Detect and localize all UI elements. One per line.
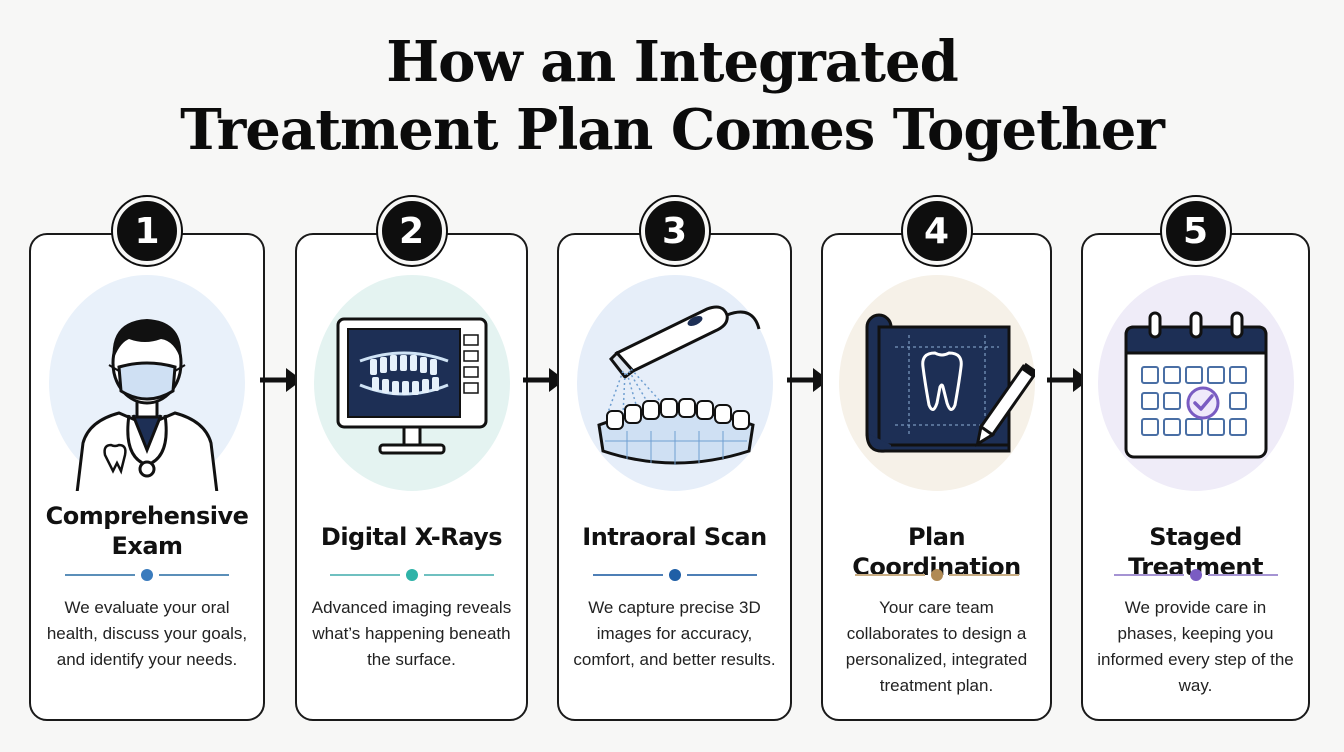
dentist-icon bbox=[75, 319, 219, 491]
step-description: Your care team collaborates to design a … bbox=[845, 598, 1028, 695]
intraoral-scanner-icon bbox=[596, 305, 760, 465]
step-divider bbox=[1113, 569, 1278, 581]
step-illustration bbox=[313, 275, 510, 491]
step-number-badge: 3 bbox=[640, 197, 709, 265]
step-card-4: 4 Plan Coordination bbox=[821, 197, 1052, 721]
step-heading: Comprehensive Exam bbox=[45, 502, 249, 560]
step-card-5: 5 bbox=[1081, 197, 1310, 721]
step-illustration bbox=[1097, 275, 1294, 491]
step-divider bbox=[329, 569, 494, 581]
step-divider bbox=[65, 569, 229, 581]
step-card-3: 3 bbox=[557, 197, 792, 721]
arrow-right-icon bbox=[260, 368, 302, 392]
step-description: We capture precise 3D images for accurac… bbox=[573, 598, 776, 669]
step-card-2: 2 bbox=[295, 197, 528, 721]
step-number-badge: 1 bbox=[113, 197, 181, 265]
step-card-1: 1 Comprehensive Exam We evaluate bbox=[29, 197, 265, 721]
step-divider bbox=[592, 569, 757, 581]
step-number-badge: 4 bbox=[902, 197, 971, 265]
xray-monitor-icon bbox=[336, 317, 487, 455]
title-line-1: How an Integrated bbox=[386, 29, 958, 95]
step-description: We evaluate your oral health, discuss yo… bbox=[46, 598, 248, 669]
step-number-badge: 2 bbox=[377, 197, 446, 265]
step-heading: Digital X-Rays bbox=[320, 523, 503, 551]
blueprint-tooth-icon bbox=[865, 313, 1035, 453]
step-description: We provide care in phases, keeping you i… bbox=[1097, 598, 1294, 695]
step-description: Advanced imaging reveals what’s happenin… bbox=[311, 598, 512, 669]
step-illustration bbox=[49, 275, 245, 491]
step-illustration bbox=[576, 275, 773, 491]
page-title: How an Integrated Treatment Plan Comes T… bbox=[0, 28, 1344, 164]
title-line-2: Treatment Plan Comes Together bbox=[180, 97, 1165, 163]
step-heading: Intraoral Scan bbox=[582, 523, 767, 551]
calendar-check-icon bbox=[1124, 311, 1267, 459]
step-number-badge: 5 bbox=[1161, 197, 1230, 265]
step-illustration bbox=[838, 275, 1035, 491]
step-divider bbox=[854, 569, 1019, 581]
